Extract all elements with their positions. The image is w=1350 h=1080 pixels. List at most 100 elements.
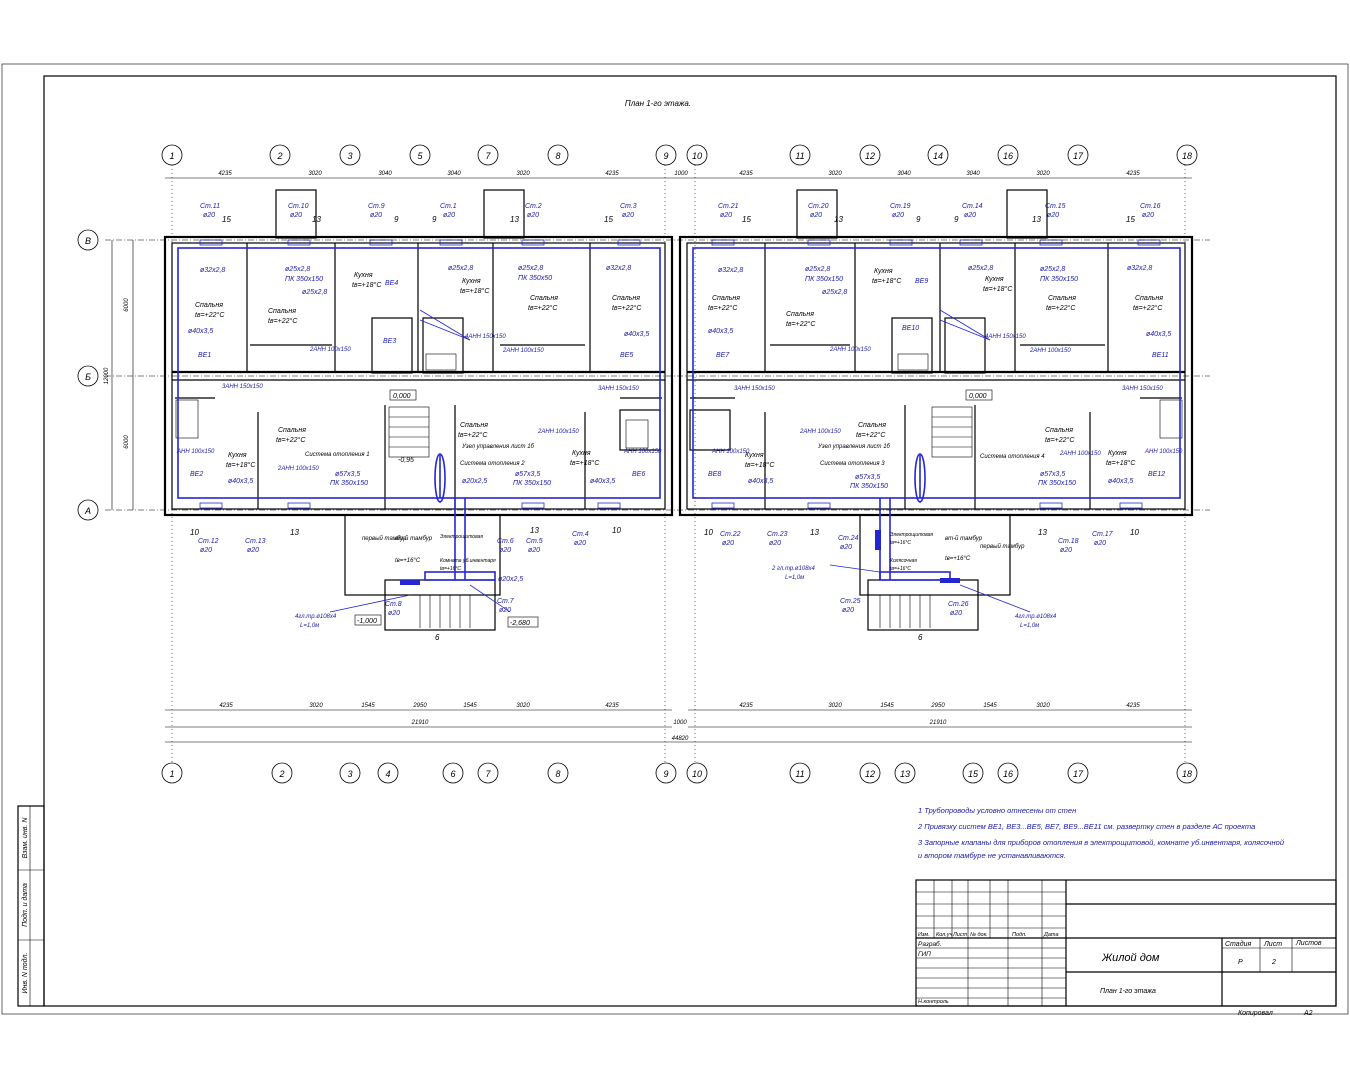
count-label: 6 <box>918 633 923 642</box>
room-temp: tв=+18°C <box>983 285 1013 293</box>
riser-labels-top: Ст.11 ø20 Ст.10 ø20 Ст.9 ø20 Ст.1 ø20 Ст… <box>200 203 1161 219</box>
room-temp: tв=+22°C <box>268 317 298 325</box>
pipe-label: ø20x2,5 <box>498 576 523 583</box>
radiator-label: 3АНН 150х150 <box>598 386 639 392</box>
dim-text: 2950 <box>930 703 945 709</box>
riser-diameter: ø20 <box>290 212 302 219</box>
col-header: № док. <box>970 932 988 938</box>
axis-label: 5 <box>417 151 423 161</box>
sheet-border <box>1 63 1349 1015</box>
dim-text: 3040 <box>447 171 461 177</box>
room-name: Спальня <box>858 422 886 429</box>
room-temp: tв=+22°C <box>528 304 558 312</box>
riser-diameter: ø20 <box>527 212 539 219</box>
count-label: 10 <box>704 528 713 537</box>
dim-text: 4235 <box>605 171 619 177</box>
node-label: Узел управления лист 1б <box>817 444 891 450</box>
axis-label: 11 <box>795 769 804 779</box>
dim-text: 3020 <box>828 171 842 177</box>
system-labels: Система отопления 1 Система отопления 2 … <box>305 444 1045 467</box>
pipe-label: ø40x3,5 <box>1146 331 1171 338</box>
riser-label: Ст.5 <box>526 538 543 545</box>
count-label: 13 <box>834 215 843 224</box>
side-stamp: Инв. N подл. <box>21 952 29 993</box>
riser-label: Ст.14 <box>962 203 983 210</box>
vent-labels: ВЕ1 ВЕ2 ВЕ3 ВЕ4 ВЕ5 ВЕ6 ВЕ7 ВЕ8 ВЕ9 ВЕ10… <box>190 278 1169 478</box>
pipe-label: ø32x2,8 <box>606 265 631 272</box>
level-marks: 0,000 -0,95 -1,000 -2,680 0,000 <box>354 389 993 628</box>
room-temp: tв=+22°C <box>458 431 488 439</box>
riser-diameter: ø20 <box>892 212 904 219</box>
vent-label: ВЕ12 <box>1148 471 1165 478</box>
riser-label: Ст.3 <box>620 203 637 210</box>
radiator-label: АНН 100х150 <box>623 449 662 455</box>
riser-diameter: ø20 <box>443 212 455 219</box>
pipe-label: ø40x3,5 <box>1108 478 1133 485</box>
room-temp: tв=+16°C <box>945 556 971 562</box>
axis-label: 14 <box>933 151 943 161</box>
dim-text: 3020 <box>1036 703 1050 709</box>
riser-label: Ст.13 <box>245 538 266 545</box>
room-name: Спальня <box>1048 295 1076 302</box>
dim-text: 1000 <box>674 171 688 177</box>
sheets-header: Листов <box>1295 940 1322 947</box>
project-name: Жилой дом <box>1101 952 1160 964</box>
radiator-label: 2АНН 100х150 <box>537 429 579 435</box>
room-temp: tв=+18°C <box>1106 459 1136 467</box>
room-name: Спальня <box>268 308 296 315</box>
riser-label: Ст.24 <box>838 535 859 542</box>
count-label: 10 <box>190 528 199 537</box>
dim-text: 1545 <box>880 703 894 709</box>
riser-diameter: ø20 <box>950 610 962 617</box>
riser-label: Ст.25 <box>840 598 861 605</box>
level-label: -2,680 <box>510 620 530 627</box>
riser-label: Ст.17 <box>1092 531 1114 538</box>
axis-label: 17 <box>1073 151 1084 161</box>
dim-text: 6000 <box>124 435 130 449</box>
sheet-header: Лист <box>1263 941 1282 948</box>
col-header: Подп. <box>1012 932 1027 938</box>
dim-text: 21910 <box>411 720 429 726</box>
pipe-label: ø32x2,8 <box>1127 265 1152 272</box>
dim-text: 4235 <box>1126 703 1140 709</box>
format-label: A2 <box>1303 1010 1313 1017</box>
count-label: 10 <box>1130 528 1139 537</box>
system-label: Система отопления 1 <box>305 452 370 458</box>
vent-label: ВЕ8 <box>708 471 721 478</box>
dim-text: 12000 <box>104 367 110 384</box>
right-section <box>678 189 1194 631</box>
dim-text: 1000 <box>673 720 687 726</box>
count-label: 6 <box>435 633 440 642</box>
pipe-label: ПК 350х50 <box>518 275 552 282</box>
axis-label: 3 <box>347 769 352 779</box>
count-label: 13 <box>312 215 321 224</box>
dimension-texts: 4235 3020 3040 3040 3020 4235 1000 4235 … <box>104 171 1140 742</box>
level-label: -0,95 <box>398 457 414 464</box>
row-label: Б <box>85 372 91 382</box>
room-temp: tв=+18°C <box>352 281 382 289</box>
pipe-label: ø25x2,8 <box>805 266 830 273</box>
stage-header: Стадия <box>1225 940 1251 948</box>
riser-diameter: ø20 <box>769 540 781 547</box>
radiator-label: 4АНН 150х150 <box>465 334 506 340</box>
room-name: Спальня <box>612 295 640 302</box>
vent-label: ВЕ11 <box>1152 352 1169 359</box>
pipe-label: ø25x2,8 <box>518 265 543 272</box>
axis-label: 15 <box>968 769 979 779</box>
room-temp: tв=+22°C <box>195 311 225 319</box>
axis-label: 12 <box>865 151 875 161</box>
room-name: Кухня <box>745 452 764 459</box>
riser-label: Ст.9 <box>368 203 385 210</box>
pipe-label: ПК 350х150 <box>330 480 368 487</box>
drawing-frame <box>43 75 1337 1007</box>
pipe-label: ø40x3,5 <box>624 331 649 338</box>
register-label: 4гл.тр.ø108х4 <box>295 614 337 620</box>
pipe-label: ПК 350х150 <box>805 276 843 283</box>
pipe-annotations: ø32x2,8 ø25x2,8 ПК 350х150 ø25x2,8 ø25x2… <box>188 265 1171 583</box>
dim-text: 4235 <box>739 171 753 177</box>
notes: 1 Трубопроводы условно отнесены от стен … <box>917 806 1285 860</box>
riser-diameter: ø20 <box>200 547 212 554</box>
axis-label: 18 <box>1182 151 1192 161</box>
row-label-dev: Разраб. <box>918 940 942 948</box>
